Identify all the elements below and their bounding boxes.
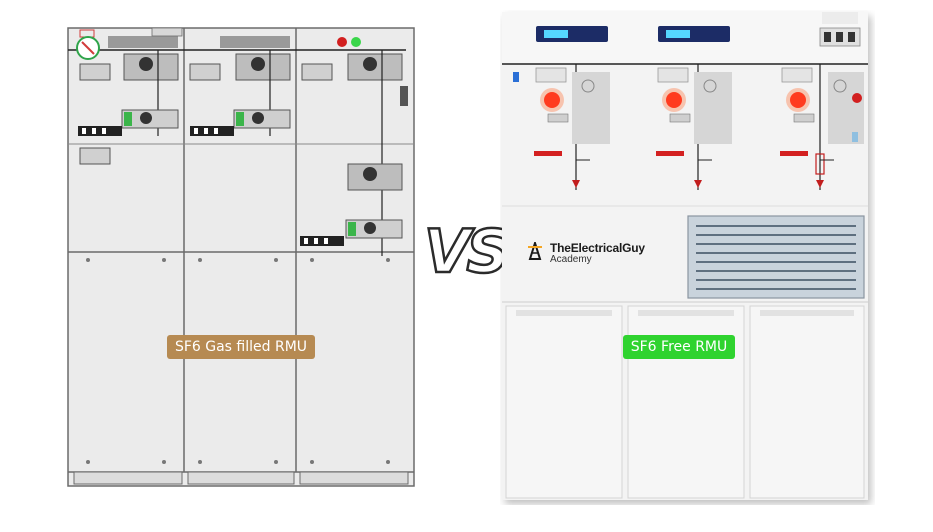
vs-text: VS — [423, 217, 511, 288]
sf6-free-rmu-illustration — [502, 12, 868, 500]
brand-subtitle: Academy — [550, 254, 592, 265]
tower-logo-icon — [528, 242, 542, 260]
sf6-gas-rmu-illustration — [67, 27, 415, 487]
sf6-free-rmu-label: SF6 Free RMU — [623, 335, 735, 359]
sf6-free-rmu-photo — [500, 10, 875, 505]
brand-name: TheElectricalGuy — [550, 241, 645, 255]
brand-logo-block: TheElectricalGuy Academy — [526, 238, 676, 268]
sf6-gas-rmu-drawing — [66, 26, 416, 488]
sf6-gas-rmu-label: SF6 Gas filled RMU — [167, 335, 315, 359]
